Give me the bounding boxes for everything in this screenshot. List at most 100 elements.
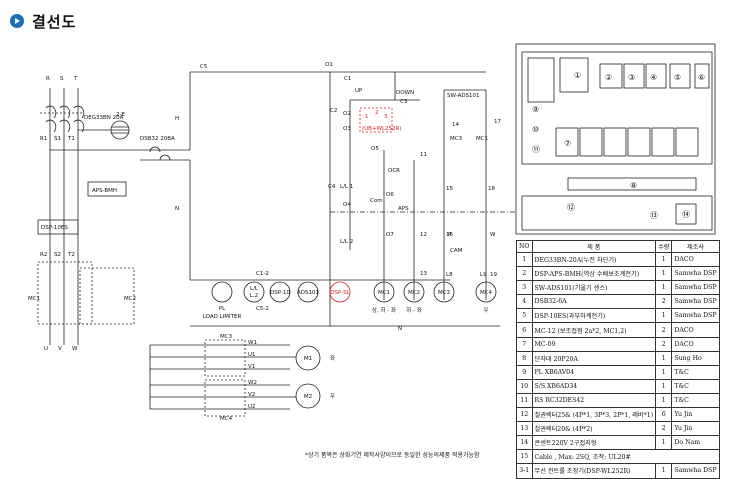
cell-qty: 2 <box>655 322 673 338</box>
panel-callout-5: ⑤ <box>674 73 681 82</box>
cell-no: 15 <box>516 449 533 465</box>
table-row: 5 DSP-10ES(과부하계전기) 1 Samwha DSP <box>516 308 720 324</box>
label-t: T <box>73 76 78 82</box>
cell-qty: 1 <box>655 350 673 366</box>
cell-no: 9 <box>516 364 533 380</box>
cell-qty: 1 <box>655 392 673 409</box>
cell-maker: Yu Jin <box>671 421 720 437</box>
red-controller-box <box>359 107 393 133</box>
mc1-contacts <box>37 261 93 325</box>
table-row: 1 DEG33BN-20A(누전 차단기) 1 DACO <box>516 251 720 268</box>
fuse-label: 2-E <box>116 112 125 118</box>
load-ll <box>243 281 265 303</box>
label-w: W <box>72 346 78 352</box>
cell-no: 7 <box>516 336 533 352</box>
motor-w2: W2 <box>248 380 257 386</box>
cell-product: MC-12 (보조접점 2a*2, MC1,2) <box>531 322 657 338</box>
ctrl-ocr: OCR <box>388 168 400 174</box>
cell-qty: 1 <box>655 266 673 282</box>
ctrl-n11: 11 <box>420 152 427 158</box>
table-row: 7 MC-09 2 DACO <box>516 336 720 352</box>
cell-no: 5 <box>516 308 533 324</box>
mc2-contacts <box>79 267 135 325</box>
label-n: N <box>175 206 179 212</box>
ctrl-c2: C2 <box>330 108 337 114</box>
cell-maker: Samwha DSP <box>671 280 720 296</box>
panel-callout-12: ⑫ <box>567 203 575 212</box>
aps-label: APS-BMH <box>92 188 117 194</box>
red-box-2: 2 <box>375 110 379 116</box>
panel-callout-3: ③ <box>628 73 635 82</box>
ctrl-down: DOWN <box>396 90 414 96</box>
ctrl-o2: O2 <box>343 111 351 117</box>
load-pl-sub: LOAD LIMITER <box>203 314 242 320</box>
cell-maker: Yu Jin <box>671 407 720 423</box>
parts-header-qty: 수량 <box>655 240 673 253</box>
label-n-bottom: N <box>398 326 402 332</box>
panel-callout-2: ② <box>605 73 612 82</box>
cell-product: RS RC32DES42 <box>531 392 657 409</box>
table-row: 4 DSB32-6A 2 Samwha DSP <box>516 294 720 310</box>
table-row: 14 콘센트220V 2구접지형 1 Do Nam <box>516 435 720 451</box>
ctrl-c3: C3 <box>400 99 408 105</box>
load-ads101-label: ADS101 <box>297 290 319 296</box>
ctrl-n18: 18 <box>488 186 495 192</box>
ctrl-ll1: L/L 1 <box>340 184 353 190</box>
breaker2-arc-r <box>45 119 57 133</box>
panel-callout-9: ⑨ <box>532 105 539 114</box>
symbol-t1: T1 <box>67 136 75 142</box>
load-dsp10-label: DSP-10 <box>270 290 290 296</box>
ctrl-cam: CAM <box>450 248 463 254</box>
cell-product: 무선 컨트롤 조정기(DSP-WL252R) <box>531 463 657 479</box>
load-mc3 <box>433 281 455 303</box>
label-v: V <box>58 346 62 352</box>
ctrl-p: P <box>448 232 452 238</box>
red-box-3: 3 <box>384 114 388 120</box>
cell-maker: DACO <box>671 322 720 338</box>
ctrl-o6: O6 <box>386 192 394 198</box>
cell-product: MC-09 <box>531 336 657 352</box>
cell-no: 2 <box>516 266 533 282</box>
red-box-1: 1 <box>365 114 369 120</box>
ctrl-o4: O4 <box>343 202 351 208</box>
page-header: 결선도 <box>10 10 76 32</box>
breaker2-arc-s <box>59 119 71 133</box>
cell-maker: Sung Ho <box>671 350 720 366</box>
breaker-main-label: DEG33BN 20A <box>84 115 124 121</box>
mc4-contacts <box>204 379 246 417</box>
cell-no: 13 <box>516 421 533 437</box>
ctrl-n16: 16 <box>446 232 453 238</box>
cell-no: 4 <box>516 294 533 310</box>
cell-qty: 2 <box>655 294 673 310</box>
cell-qty: 1 <box>655 251 673 268</box>
load-dsp-sl <box>329 281 351 303</box>
label-h: H <box>175 116 179 122</box>
ctrl-o5: O5 <box>371 146 379 152</box>
load-mc1-label: MC1 <box>378 290 390 296</box>
load-mc3-label: MC3 <box>438 290 451 296</box>
cell-maker: T&C <box>671 378 720 394</box>
cell-qty: 2 <box>655 336 673 352</box>
load-ll-label: L/L <box>250 286 259 292</box>
panel-callout-13: ⑬ <box>650 211 658 220</box>
parts-header-maker: 제조사 <box>671 240 720 253</box>
load-pl <box>211 281 233 303</box>
cell-product: DSP-APS-BMH(역상 수배보조계전기) <box>531 266 657 282</box>
cell-no: 11 <box>516 392 533 409</box>
cell-product: 철권렉터20& (4P*2) <box>531 421 657 437</box>
ctrl-up: UP <box>355 88 363 94</box>
parts-header-no: NO <box>516 240 533 253</box>
load-mc4 <box>475 281 497 303</box>
panel-callout-8: ⑧ <box>630 181 637 190</box>
cell-maker: DACO <box>671 336 720 352</box>
label-o1: O1 <box>325 62 333 68</box>
load-mc4-label: MC4 <box>480 290 493 296</box>
cell-no: 3 <box>516 280 533 296</box>
load-c5-2: C5-2 <box>256 306 269 312</box>
cell-maker: Samwha DSP <box>671 294 720 310</box>
panel-callout-11: ⑪ <box>532 145 540 154</box>
dsp-box-label: DSP-10ES <box>41 225 68 231</box>
ctrl-l9: L9 <box>480 272 487 278</box>
page-title: 결선도 <box>32 12 77 31</box>
cell-product: S/S XB6AD34 <box>531 378 657 394</box>
